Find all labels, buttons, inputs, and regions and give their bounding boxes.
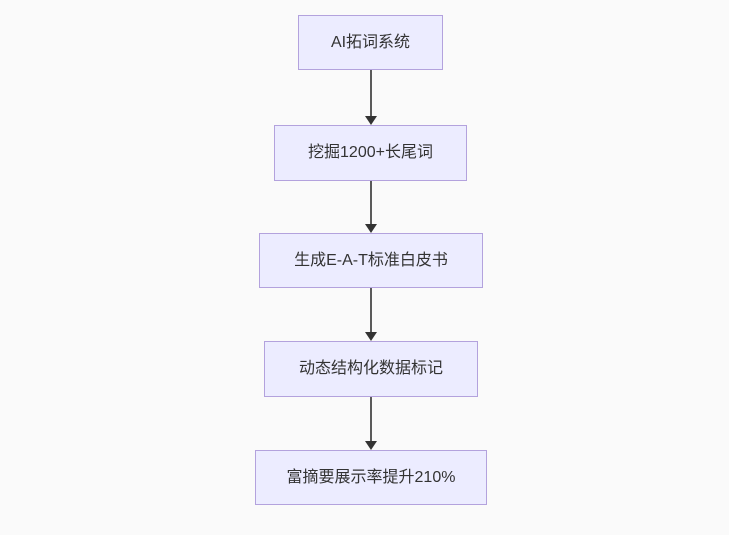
- flowchart-node-rich-snippet-rate-increase: 富摘要展示率提升210%: [255, 450, 487, 505]
- arrow-down-icon: [365, 116, 377, 125]
- node-label: 动态结构化数据标记: [298, 360, 443, 377]
- flowchart-node-ai-word-expansion-system: AI拓词系统: [298, 15, 443, 70]
- node-label: AI拓词系统: [330, 33, 411, 51]
- arrow-down-icon: [365, 441, 377, 450]
- node-label: 富摘要展示率提升210%: [286, 468, 456, 486]
- flowchart-edge-1: [365, 70, 377, 125]
- arrow-down-icon: [365, 224, 377, 233]
- arrow-line: [370, 181, 372, 224]
- flowchart-node-generate-eat-whitepaper: 生成E-A-T标准白皮书: [259, 233, 483, 288]
- flowchart-edge-4: [365, 397, 377, 450]
- flowchart-node-mine-longtail-keywords: 挖掘1200+长尾词: [274, 125, 467, 181]
- node-label: 生成E-A-T标准白皮书: [294, 251, 448, 269]
- arrow-line: [370, 70, 372, 116]
- node-label: 挖掘1200+长尾词: [308, 144, 433, 161]
- flowchart-node-dynamic-structured-data-markup: 动态结构化数据标记: [264, 341, 478, 397]
- flowchart-edge-2: [365, 181, 377, 233]
- arrow-line: [370, 397, 372, 441]
- arrow-down-icon: [365, 332, 377, 341]
- arrow-line: [370, 288, 372, 332]
- flowchart-edge-3: [365, 288, 377, 341]
